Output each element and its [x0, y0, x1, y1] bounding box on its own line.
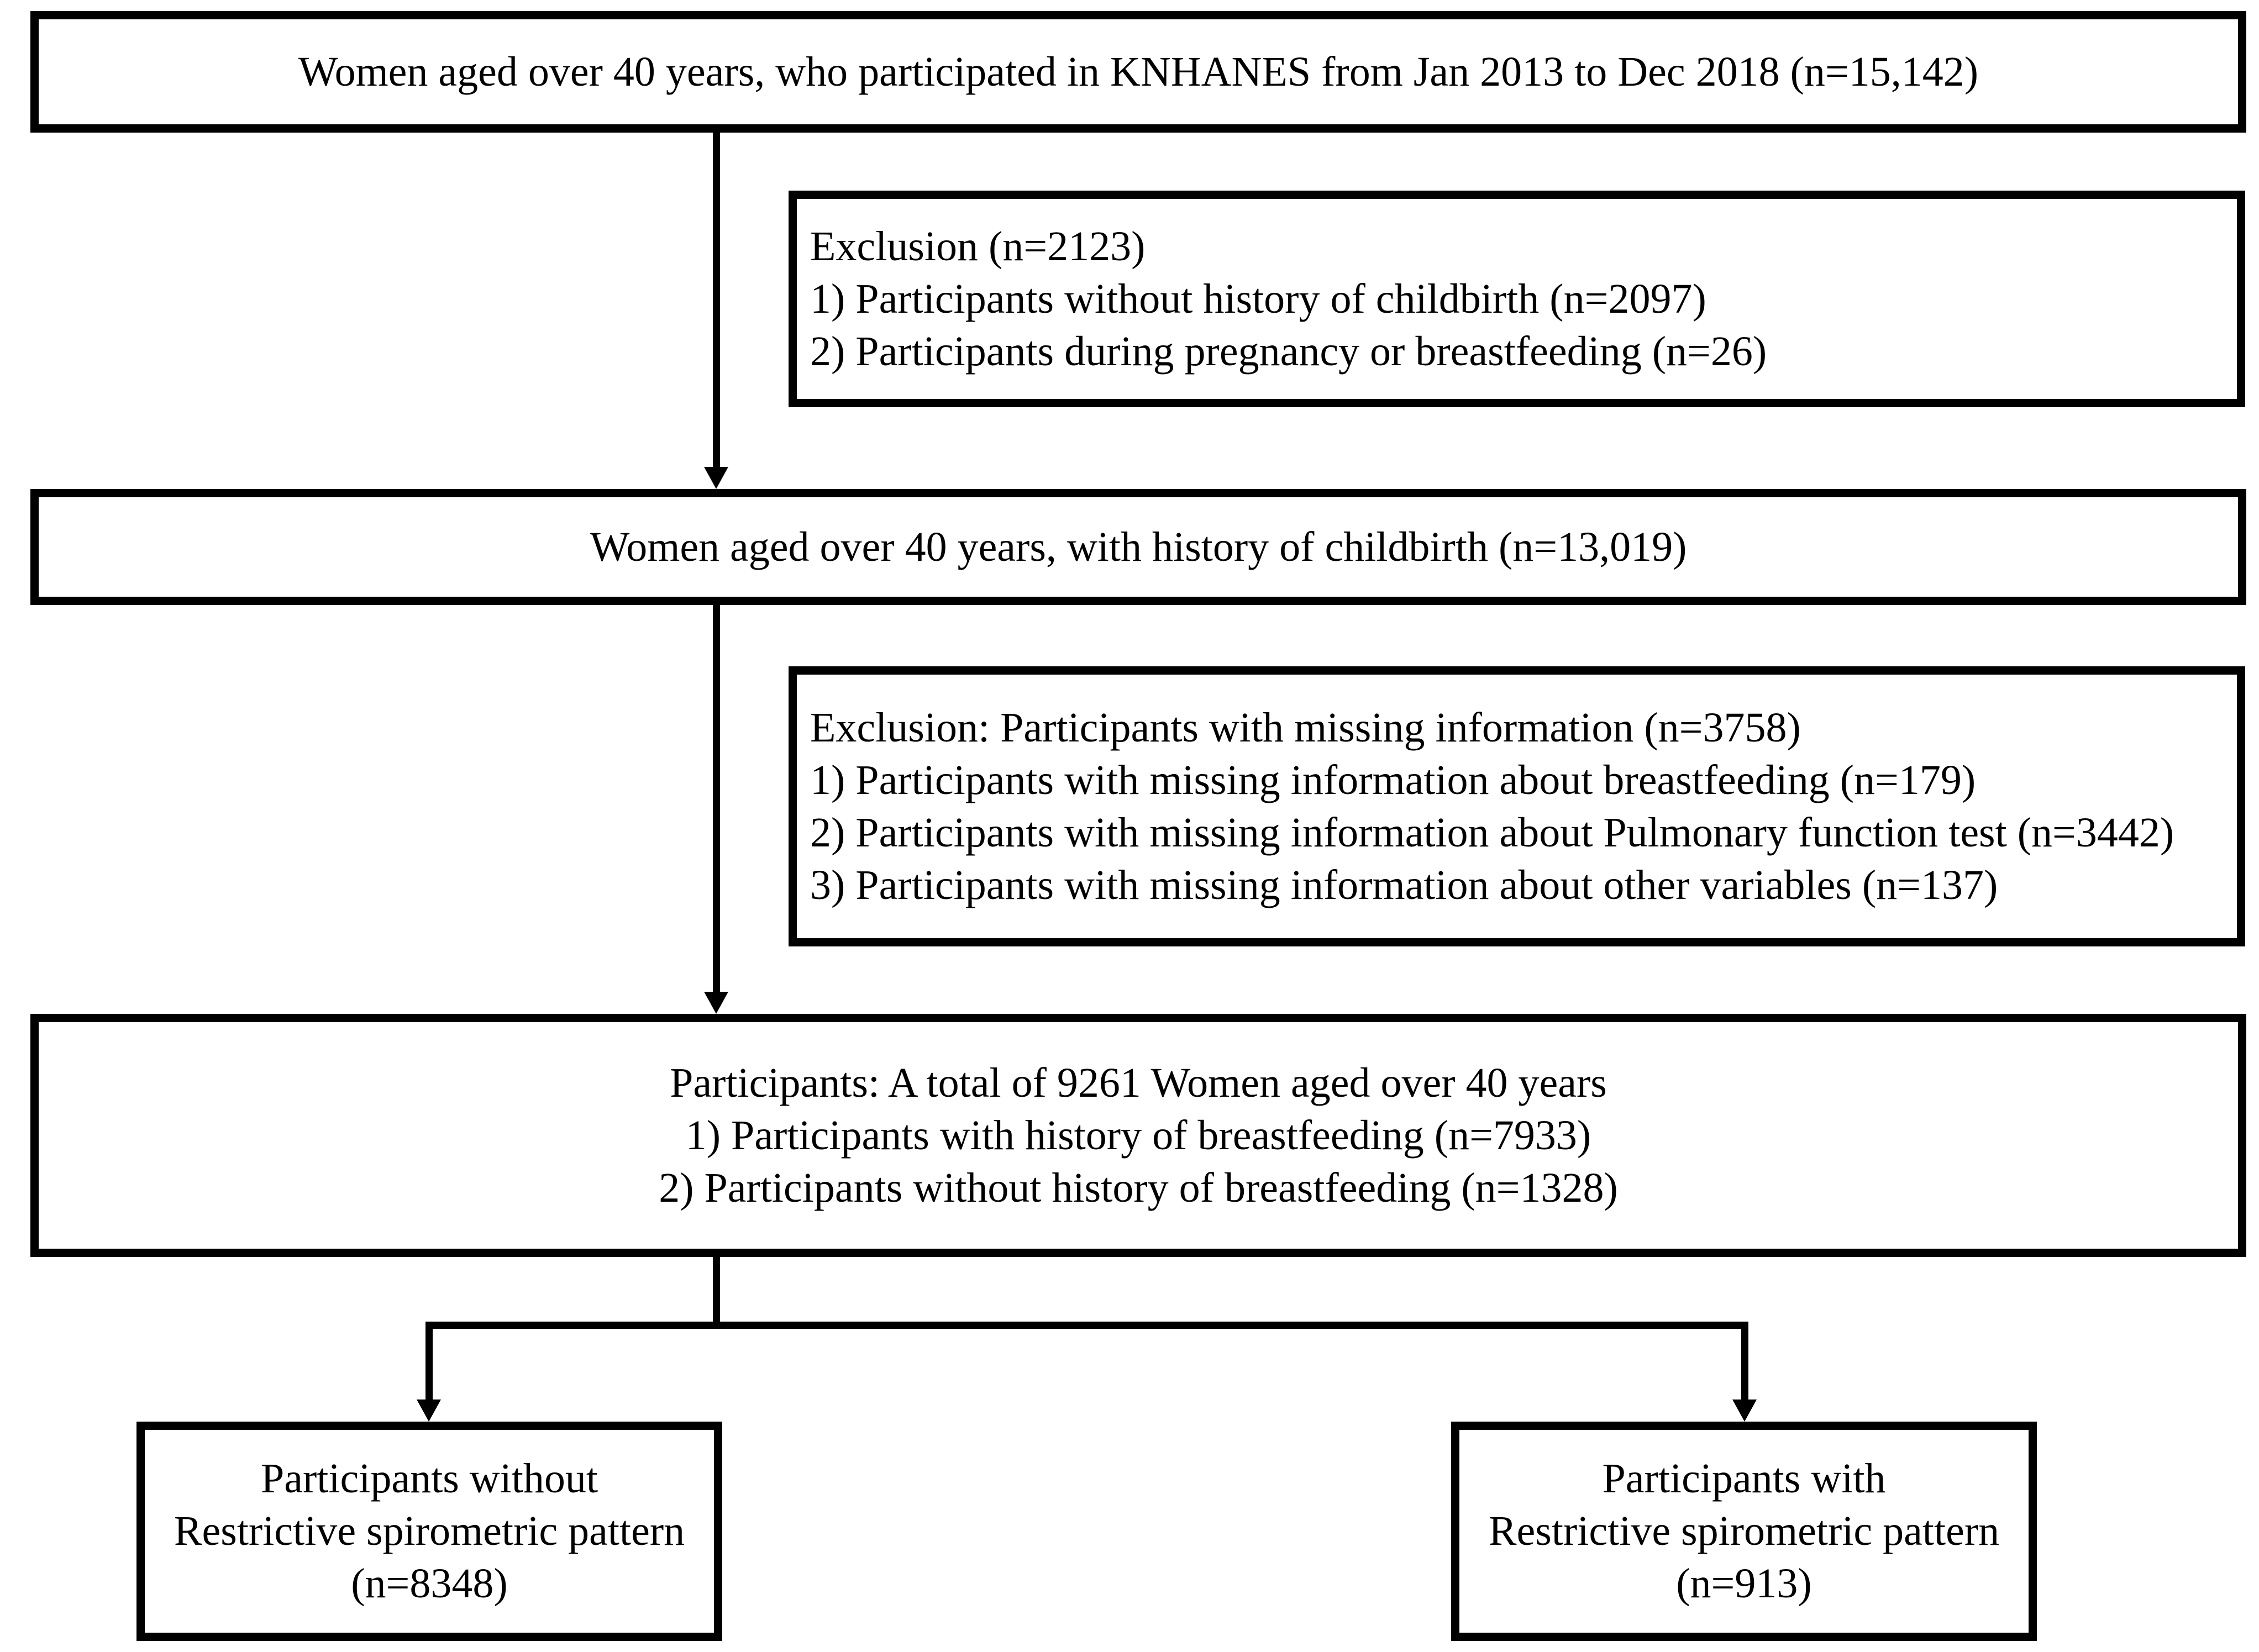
- box-final-participants: Participants: A total of 9261 Women aged…: [30, 1014, 2246, 1257]
- connector-line-1: [713, 133, 720, 471]
- box-exclusion-1: Exclusion (n=2123) 1) Participants witho…: [789, 191, 2245, 407]
- connector-split-bar: [425, 1322, 1748, 1329]
- without-restrictive-line: Participants without: [260, 1455, 598, 1502]
- arrow-down-head-2: [704, 992, 728, 1014]
- without-restrictive-line: (n=8348): [351, 1560, 508, 1607]
- connector-line-2: [713, 605, 720, 996]
- arrow-down-head-left: [417, 1400, 441, 1422]
- box-childbirth-population: Women aged over 40 years, with history o…: [30, 489, 2246, 605]
- connector-line-right: [1741, 1322, 1748, 1402]
- box-childbirth-population-text: Women aged over 40 years, with history o…: [590, 523, 1687, 570]
- with-restrictive-line: (n=913): [1676, 1560, 1812, 1607]
- final-participants-line: 1) Participants with history of breastfe…: [685, 1112, 1591, 1159]
- exclusion-2-line: 2) Participants with missing information…: [810, 809, 2174, 856]
- box-without-restrictive-pattern: Participants without Restrictive spirome…: [136, 1422, 722, 1641]
- box-source-population: Women aged over 40 years, who participat…: [30, 11, 2246, 133]
- arrow-down-head-1: [704, 467, 728, 489]
- exclusion-2-line: 3) Participants with missing information…: [810, 861, 1998, 908]
- exclusion-1-line: 1) Participants without history of child…: [810, 275, 1706, 322]
- with-restrictive-line: Restrictive spirometric pattern: [1488, 1508, 2000, 1554]
- with-restrictive-line: Participants with: [1602, 1455, 1886, 1502]
- box-source-population-text: Women aged over 40 years, who participat…: [298, 48, 1979, 95]
- exclusion-1-line: 2) Participants during pregnancy or brea…: [810, 328, 1767, 375]
- exclusion-2-line: 1) Participants with missing information…: [810, 756, 1976, 803]
- connector-line-left: [425, 1322, 433, 1402]
- without-restrictive-line: Restrictive spirometric pattern: [174, 1508, 685, 1554]
- box-exclusion-2: Exclusion: Participants with missing inf…: [789, 666, 2245, 946]
- box-with-restrictive-pattern: Participants with Restrictive spirometri…: [1451, 1422, 2037, 1641]
- exclusion-1-line: Exclusion (n=2123): [810, 223, 1146, 270]
- arrow-down-head-right: [1732, 1400, 1757, 1422]
- exclusion-2-line: Exclusion: Participants with missing inf…: [810, 704, 1801, 751]
- connector-split-stem: [713, 1257, 720, 1329]
- final-participants-line: Participants: A total of 9261 Women aged…: [670, 1059, 1607, 1106]
- final-participants-line: 2) Participants without history of breas…: [659, 1164, 1618, 1211]
